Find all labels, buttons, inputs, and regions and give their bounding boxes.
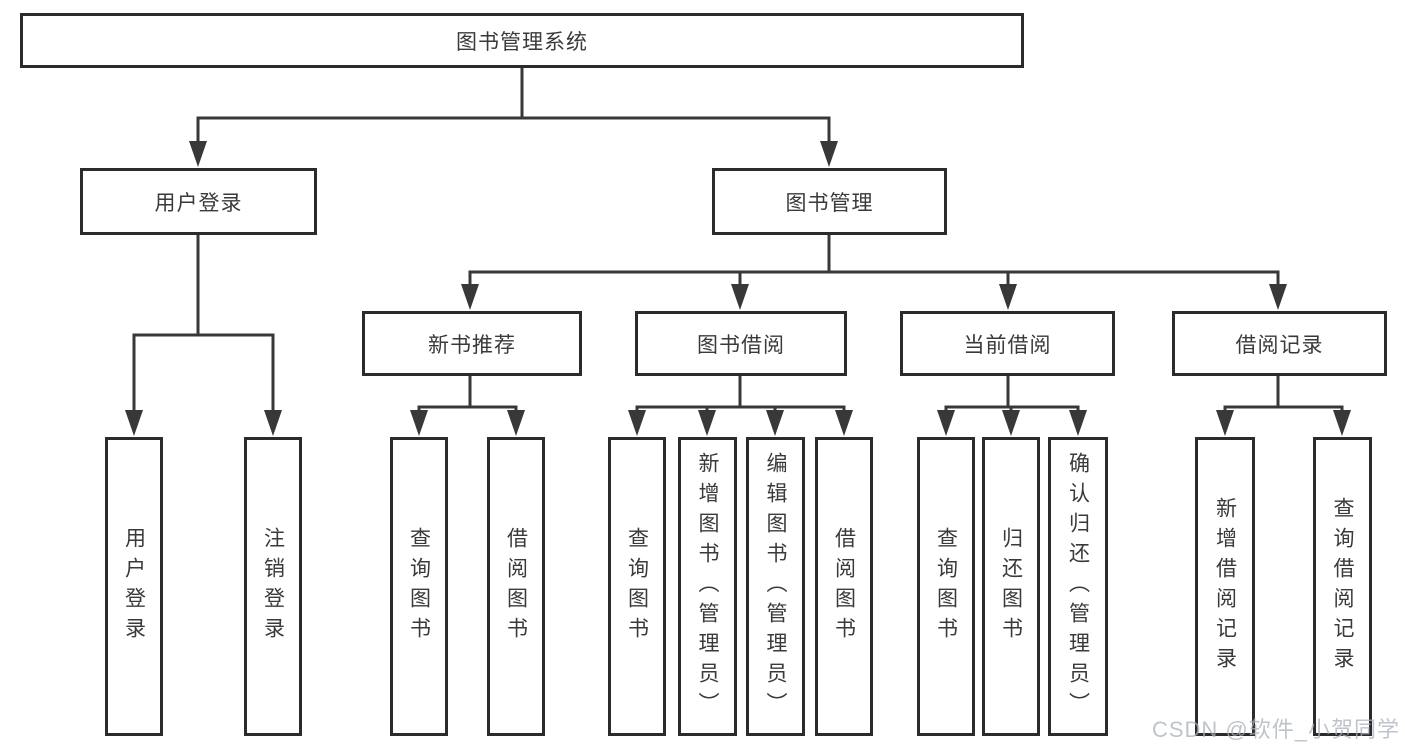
leaf-cb-confirm-return-admin: 确认归还（管理员）	[1048, 437, 1108, 736]
leaf-cb-query-books: 查询图书	[917, 437, 975, 736]
leaf-logout: 注销登录	[244, 437, 302, 736]
leaf-bb-query-books: 查询图书	[608, 437, 666, 736]
node-user-login: 用户登录	[80, 168, 317, 235]
node-borrow-records: 借阅记录	[1172, 311, 1387, 376]
leaf-br-query-record: 查询借阅记录	[1313, 437, 1372, 736]
leaf-nb-borrow-books: 借阅图书	[487, 437, 545, 736]
leaf-bb-add-books-admin: 新增图书（管理员）	[678, 437, 737, 736]
node-new-book-recommend: 新书推荐	[362, 311, 582, 376]
leaf-nb-query-books: 查询图书	[390, 437, 448, 736]
leaf-user-login: 用户登录	[105, 437, 163, 736]
watermark: CSDN @软件_小贺同学	[1151, 717, 1400, 742]
node-current-borrow: 当前借阅	[900, 311, 1115, 376]
node-book-borrow: 图书借阅	[635, 311, 847, 376]
node-book-management: 图书管理	[712, 168, 947, 235]
leaf-bb-borrow-books: 借阅图书	[815, 437, 873, 736]
node-root-system: 图书管理系统	[20, 13, 1024, 68]
leaf-br-add-record: 新增借阅记录	[1195, 437, 1255, 736]
leaf-cb-return-books: 归还图书	[982, 437, 1040, 736]
leaf-bb-edit-books-admin: 编辑图书（管理员）	[746, 437, 805, 736]
arrowheads	[125, 141, 1351, 436]
